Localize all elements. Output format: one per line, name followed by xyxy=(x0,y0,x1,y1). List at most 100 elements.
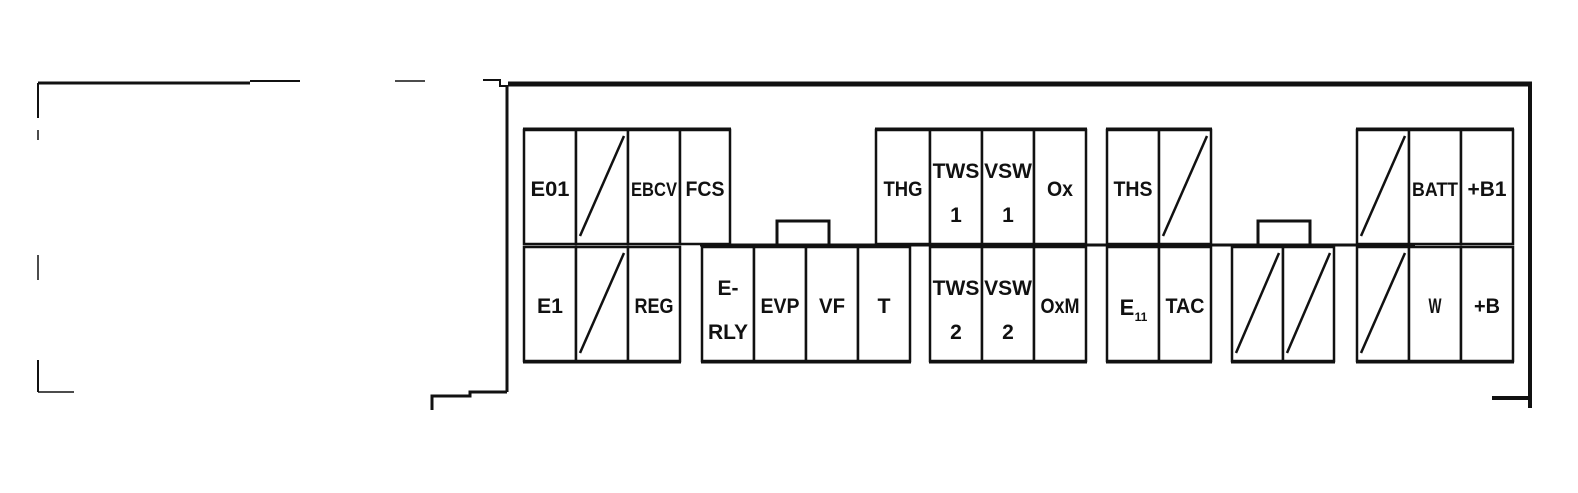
connector-housing xyxy=(430,79,1532,410)
terminal-plus-b1: +B1 xyxy=(1459,128,1515,246)
terminal-e01-box xyxy=(522,128,578,246)
terminal-vsw1-box xyxy=(980,128,1036,246)
terminal-vf: VF xyxy=(804,245,860,363)
blank-slash xyxy=(1161,135,1209,237)
blank-slash xyxy=(578,135,626,237)
terminal-label: T xyxy=(878,295,891,318)
terminal-top-blank-3 xyxy=(1355,128,1411,246)
group-3-bottom-row: TWS 2 VSW 2 OxM xyxy=(928,245,1088,364)
terminal-label: Ox xyxy=(1047,178,1073,201)
blank-slash xyxy=(1359,252,1407,354)
terminal-fcs: FCS xyxy=(678,128,732,246)
terminal-w: W xyxy=(1407,245,1463,363)
terminal-e1: E1 xyxy=(522,245,578,363)
terminal-subscript: 11 xyxy=(1135,310,1148,324)
terminal-label: +B xyxy=(1474,295,1500,318)
terminal-label: THS xyxy=(1114,178,1153,201)
terminal-tac-box xyxy=(1157,245,1213,363)
terminal-evp: EVP xyxy=(752,245,808,363)
terminal-label: BATT xyxy=(1412,180,1458,201)
terminal-label-line-2: 1 xyxy=(950,204,962,227)
group-4-top-row: THS xyxy=(1105,127,1213,246)
terminal-label: E- xyxy=(718,277,739,300)
terminal-e01: E01 xyxy=(522,128,578,246)
terminal-ox: Ox xyxy=(1032,128,1088,246)
terminal-bottom-blank-4 xyxy=(1355,245,1411,363)
terminal-ebcv-box xyxy=(626,128,682,246)
terminal-oxm-box xyxy=(1032,245,1088,363)
terminal-label-line-2: 2 xyxy=(950,321,962,344)
terminal-tws2: TWS 2 xyxy=(928,245,984,363)
terminal-e-rly: E-RLY xyxy=(700,245,756,363)
terminal-label: W xyxy=(1429,295,1442,318)
blank-slash xyxy=(578,252,626,354)
terminal-label: TWS xyxy=(933,160,980,183)
terminal-label: REG xyxy=(635,295,674,318)
terminal-label: TAC xyxy=(1166,295,1205,318)
terminal-bottom-blank-1 xyxy=(574,245,630,363)
terminal-tws2-box xyxy=(928,245,984,363)
terminal-label: +B1 xyxy=(1468,178,1507,201)
terminal-e11-box xyxy=(1105,245,1161,363)
terminal-label-line-2: 1 xyxy=(1002,204,1014,227)
group-1-top-row: E01 EBCV FCS xyxy=(522,127,732,246)
terminal-label: THG xyxy=(884,178,923,201)
terminal-evp-box xyxy=(752,245,808,363)
terminal-batt: BATT xyxy=(1407,128,1463,246)
housing-top-and-left xyxy=(483,79,508,87)
terminal-bottom-blank-3 xyxy=(1281,245,1336,363)
blank-slash xyxy=(1234,252,1281,354)
locking-tab-left xyxy=(775,219,831,247)
terminal-label: VSW xyxy=(984,160,1032,183)
group-6-bottom-row: W +B xyxy=(1355,245,1515,364)
terminal-reg-box xyxy=(626,245,682,363)
terminal-ths-box xyxy=(1105,128,1161,246)
group-1-bottom-row: E1 REG xyxy=(522,245,682,364)
terminal-tac: TAC xyxy=(1157,245,1213,363)
terminal-vf-box xyxy=(804,245,860,363)
terminal-label: E01 xyxy=(531,178,570,201)
terminal-label: EBCV xyxy=(631,180,677,201)
terminal-label-line-2: 2 xyxy=(1002,321,1014,344)
terminal-plus-b: +B xyxy=(1459,245,1515,363)
terminal-oxm: OxM xyxy=(1032,245,1088,363)
terminal-top-blank-1 xyxy=(574,128,630,246)
terminal-label: FCS xyxy=(686,178,725,201)
terminal-label: E1 xyxy=(537,295,563,318)
terminal-label: E xyxy=(1120,295,1135,320)
terminal-label: VSW xyxy=(984,277,1032,300)
terminal-plus-b1-box xyxy=(1459,128,1515,246)
group-6-top-row: BATT +B1 xyxy=(1355,127,1515,246)
terminal-tws1: TWS 1 xyxy=(928,128,984,246)
terminal-reg: REG xyxy=(626,245,682,363)
terminal-ox-box xyxy=(1032,128,1088,246)
terminal-label: TWS xyxy=(933,277,980,300)
terminal-label: EVP xyxy=(761,295,800,318)
terminal-vsw1: VSW 1 xyxy=(980,128,1036,246)
terminal-e-rly-box xyxy=(700,245,756,363)
group-5-bottom-row xyxy=(1230,245,1336,364)
terminal-t-box xyxy=(856,245,912,363)
blank-slash xyxy=(1359,135,1407,237)
blank-slash xyxy=(1285,252,1332,354)
group-3-top-row: THG TWS 1 VSW 1 Ox xyxy=(874,127,1088,246)
terminal-label: OxM xyxy=(1041,295,1080,318)
terminal-vsw2: VSW 2 xyxy=(980,245,1036,363)
terminal-fcs-box xyxy=(678,128,732,246)
terminal-label: VF xyxy=(819,295,845,318)
terminal-batt-box xyxy=(1407,128,1463,246)
left-panel xyxy=(37,80,425,393)
terminal-w-box xyxy=(1407,245,1463,363)
locking-tab-right xyxy=(1256,219,1312,247)
terminal-ths: THS xyxy=(1105,128,1161,246)
terminal-bottom-blank-2 xyxy=(1230,245,1285,363)
terminal-top-blank-2 xyxy=(1157,128,1213,246)
terminal-plus-b-box xyxy=(1459,245,1515,363)
terminal-e1-box xyxy=(522,245,578,363)
